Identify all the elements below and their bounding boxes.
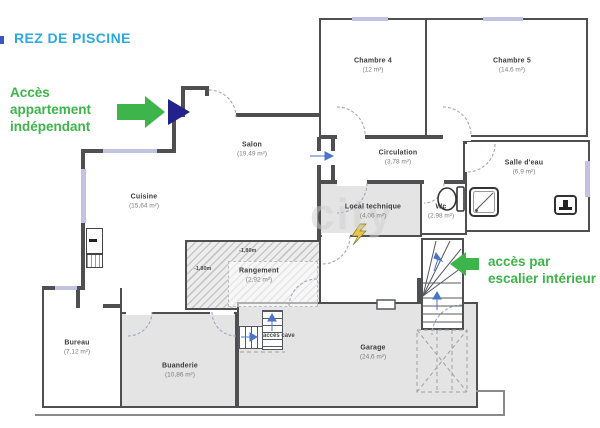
right-access-note: accès par escalier intérieur <box>488 254 597 286</box>
green-arrow-left-head-icon <box>450 252 466 276</box>
stove-handle <box>89 239 97 242</box>
room-label-local-technique: Local technique (4,06 m²) <box>344 203 402 220</box>
room-label-chambre5: Chambre 5 (14,6 m²) <box>493 57 531 74</box>
wall-vestibule <box>331 165 335 182</box>
room-chambre5 <box>425 18 588 137</box>
outer-boundary <box>476 390 505 392</box>
wall <box>172 113 176 153</box>
stove-icon <box>86 228 103 254</box>
wall <box>236 113 321 117</box>
door-opening <box>337 133 365 141</box>
green-arrow-right-icon <box>117 104 145 120</box>
room-label-wc: Wc (2,98 m²) <box>427 203 455 220</box>
door-opening <box>126 310 152 315</box>
edge-mark <box>0 36 4 44</box>
room-circulation <box>321 137 465 182</box>
room-buanderie <box>120 312 237 408</box>
room-local-technique <box>319 182 422 237</box>
wall-vestibule <box>317 137 321 151</box>
door-opening <box>443 133 471 141</box>
navy-triangle-icon <box>168 99 190 125</box>
window <box>585 161 590 197</box>
room-label-garage: Garage (24,6 m²) <box>359 344 387 361</box>
room-salle-deau <box>465 140 590 232</box>
room-bureau <box>42 288 122 408</box>
wall-entrance <box>205 86 209 96</box>
outer-boundary <box>35 414 505 416</box>
door-opening <box>337 178 367 186</box>
room-label-cuisine: Cuisine (15,64 m²) <box>129 193 159 210</box>
wall <box>417 278 421 304</box>
depth-mark: -1,80m <box>239 248 257 254</box>
green-arrow-left-icon <box>466 258 479 270</box>
wall <box>317 185 321 240</box>
room-label-buanderie: Buanderie (10,86 m²) <box>161 362 199 379</box>
cave-stairs-run <box>238 326 263 349</box>
wall-entrance <box>181 86 209 90</box>
room-label-rangement: Rangement (2,92 m²) <box>239 267 279 284</box>
door-opening <box>209 113 236 117</box>
room-label-chambre4: Chambre 4 (12 m²) <box>354 57 392 74</box>
wall-vestibule <box>317 165 321 185</box>
window <box>352 17 388 21</box>
door-opening <box>465 144 469 172</box>
cave-access-label: accès cave <box>263 333 295 339</box>
room-label-salle-deau: Salle d'eau (6,9 m²) <box>504 159 544 176</box>
door-opening <box>424 178 444 186</box>
left-access-note: Accès appartement indépendant <box>10 85 92 134</box>
window <box>81 169 86 223</box>
plan-title: REZ DE PISCINE <box>14 30 131 46</box>
wall <box>76 288 80 308</box>
room-label-bureau: Bureau (7,12 m²) <box>63 339 91 356</box>
door-opening <box>210 310 234 315</box>
room-chambre4 <box>319 18 427 137</box>
wall <box>103 304 122 308</box>
window <box>55 286 77 290</box>
vent-grille-icon <box>86 254 103 268</box>
outer-boundary <box>503 390 505 416</box>
wall-vestibule <box>331 137 335 151</box>
depth-mark: -1,80m <box>194 266 212 272</box>
window <box>103 149 157 153</box>
cave-stairs-run <box>262 310 283 350</box>
room-label-salon: Salon (19,49 m²) <box>237 141 267 158</box>
room-label-circulation: Circulation (3,78 m²) <box>378 149 418 166</box>
green-arrow-right-head-icon <box>145 96 165 128</box>
window <box>483 17 523 21</box>
